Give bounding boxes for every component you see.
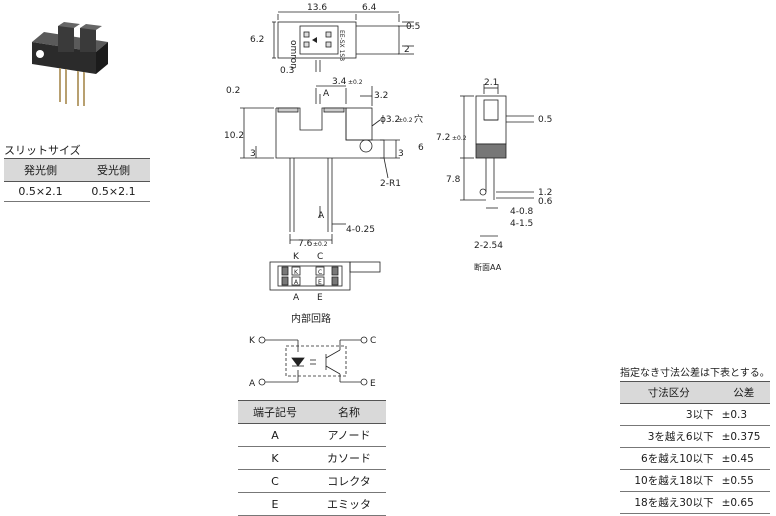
dim-hole-suffix: 穴 [414, 113, 423, 125]
terminal-name: コレクタ [312, 469, 386, 493]
dim-0-3: 0.3 [280, 66, 294, 76]
dim-hole: ϕ3.2 [380, 115, 400, 125]
tolerance-range: 3を越え6以下 [620, 425, 718, 448]
table-row: 3以下 ±0.3 [620, 403, 770, 426]
tolerance-value: ±0.375 [717, 425, 770, 448]
tolerance-table: 寸法区分 公差 3以下 ±0.3 3を越え6以下 ±0.375 6を越え10以下… [620, 381, 770, 514]
terminal-symbol: A [238, 423, 312, 447]
tolerance-value: ±0.45 [717, 447, 770, 470]
pin-a: A [294, 279, 299, 286]
terminal-symbol: C [238, 469, 312, 493]
dim-top-0-5: 0.5 [406, 22, 420, 32]
circuit-a: A [249, 379, 256, 389]
dim-6-2: 6.2 [250, 35, 264, 45]
bottom-a: A [293, 293, 300, 303]
table-row: 6を越え10以下 ±0.45 [620, 447, 770, 470]
dim-3-2: 3.2 [374, 91, 388, 101]
circuit-e: E [370, 379, 376, 389]
slit-header-receiver: 受光側 [77, 158, 150, 182]
top-mark: EE-SX 1S3 [338, 30, 345, 61]
dim-6-4: 6.4 [362, 3, 377, 13]
bottom-e: E [317, 293, 323, 303]
table-row: E エミッタ [238, 492, 386, 516]
slit-size-title: スリットサイズ [4, 144, 81, 157]
dim-7-8: 7.8 [446, 175, 461, 185]
bottom-view [269, 261, 381, 291]
pin-e: E [318, 279, 322, 286]
dim-side-0-5: 0.5 [538, 115, 552, 125]
circuit-k: K [249, 336, 256, 346]
tolerance-value: ±0.3 [717, 403, 770, 426]
front-view [240, 85, 400, 244]
side-view [460, 84, 534, 237]
dim-3-4-tol: ±0.2 [348, 79, 363, 86]
tolerance-range: 6を越え10以下 [620, 447, 718, 470]
tolerance-value: ±0.55 [717, 469, 770, 492]
dim-front-3b: 3 [398, 149, 404, 159]
terminal-header-symbol: 端子記号 [238, 400, 312, 424]
bottom-c: C [317, 252, 323, 262]
table-row: 3を越え6以下 ±0.375 [620, 425, 770, 448]
slit-size-table: 発光側 受光側 0.5×2.1 0.5×2.1 [4, 158, 150, 202]
dim-4-0-8: 4-0.8 [510, 207, 534, 217]
section-aa-label: 断面AA [474, 262, 502, 272]
slit-value-receiver: 0.5×2.1 [77, 181, 150, 202]
pin-k: K [294, 269, 299, 276]
pin-c: C [318, 269, 322, 276]
table-row: K カソード [238, 446, 386, 470]
terminal-symbol: K [238, 446, 312, 470]
table-row: 18を越え30以下 ±0.65 [620, 491, 770, 514]
slit-header-emitter: 発光側 [4, 158, 77, 182]
dim-front-6: 6 [418, 143, 424, 153]
tolerance-range: 3以下 [620, 403, 718, 426]
tolerance-value: ±0.65 [717, 491, 770, 514]
dim-2-r1: 2-R1 [380, 179, 401, 189]
dim-7-2: 7.2 [436, 133, 450, 143]
table-row: A アノード [238, 423, 386, 447]
table-row: 10を越え18以下 ±0.55 [620, 469, 770, 492]
dim-13-6: 13.6 [307, 3, 327, 13]
terminal-name: アノード [312, 423, 386, 447]
section-a-top: A [323, 89, 330, 99]
dim-10-2: 10.2 [224, 131, 244, 141]
terminal-name: エミッタ [312, 492, 386, 516]
terminal-table: 端子記号 名称 A アノード K カソード C コレクタ E エミッタ [238, 400, 386, 516]
section-a-bottom: A [318, 211, 325, 221]
top-view [272, 11, 414, 72]
slit-value-emitter: 0.5×2.1 [4, 181, 77, 202]
dim-3-4: 3.4 [332, 77, 347, 87]
dim-4-1-5: 4-1.5 [510, 219, 533, 229]
dim-7-6-tol: ±0.2 [313, 241, 328, 248]
dim-top-2: 2 [404, 45, 410, 55]
internal-circuit [258, 336, 368, 386]
dim-4-0-25: 4-0.25 [346, 225, 375, 235]
terminal-name: カソード [312, 446, 386, 470]
dim-7-6: 7.6 [298, 239, 313, 249]
product-photo [32, 22, 108, 106]
dim-2-1: 2.1 [484, 78, 498, 88]
terminal-symbol: E [238, 492, 312, 516]
tolerance-header-value: 公差 [717, 381, 770, 404]
dim-hole-tol: ±0.2 [398, 117, 413, 124]
table-row: C コレクタ [238, 469, 386, 493]
top-logo: omron [288, 40, 298, 69]
dim-front-0-2: 0.2 [226, 86, 240, 96]
bottom-k: K [293, 252, 300, 262]
terminal-header-name: 名称 [312, 400, 386, 424]
tolerance-header-range: 寸法区分 [620, 381, 718, 404]
dim-7-2-tol: ±0.2 [452, 135, 467, 142]
circuit-c: C [370, 336, 376, 346]
dim-2-2-54: 2-2.54 [474, 241, 503, 251]
tolerance-range: 18を越え30以下 [620, 491, 718, 514]
circuit-title: 内部回路 [291, 312, 331, 325]
dim-1-2: 1.2 [538, 188, 552, 198]
tolerance-note: 指定なき寸法公差は下表とする。 [620, 368, 770, 379]
dim-front-3a: 3 [250, 149, 256, 159]
tolerance-range: 10を越え18以下 [620, 469, 718, 492]
dim-0-6: 0.6 [538, 197, 553, 207]
